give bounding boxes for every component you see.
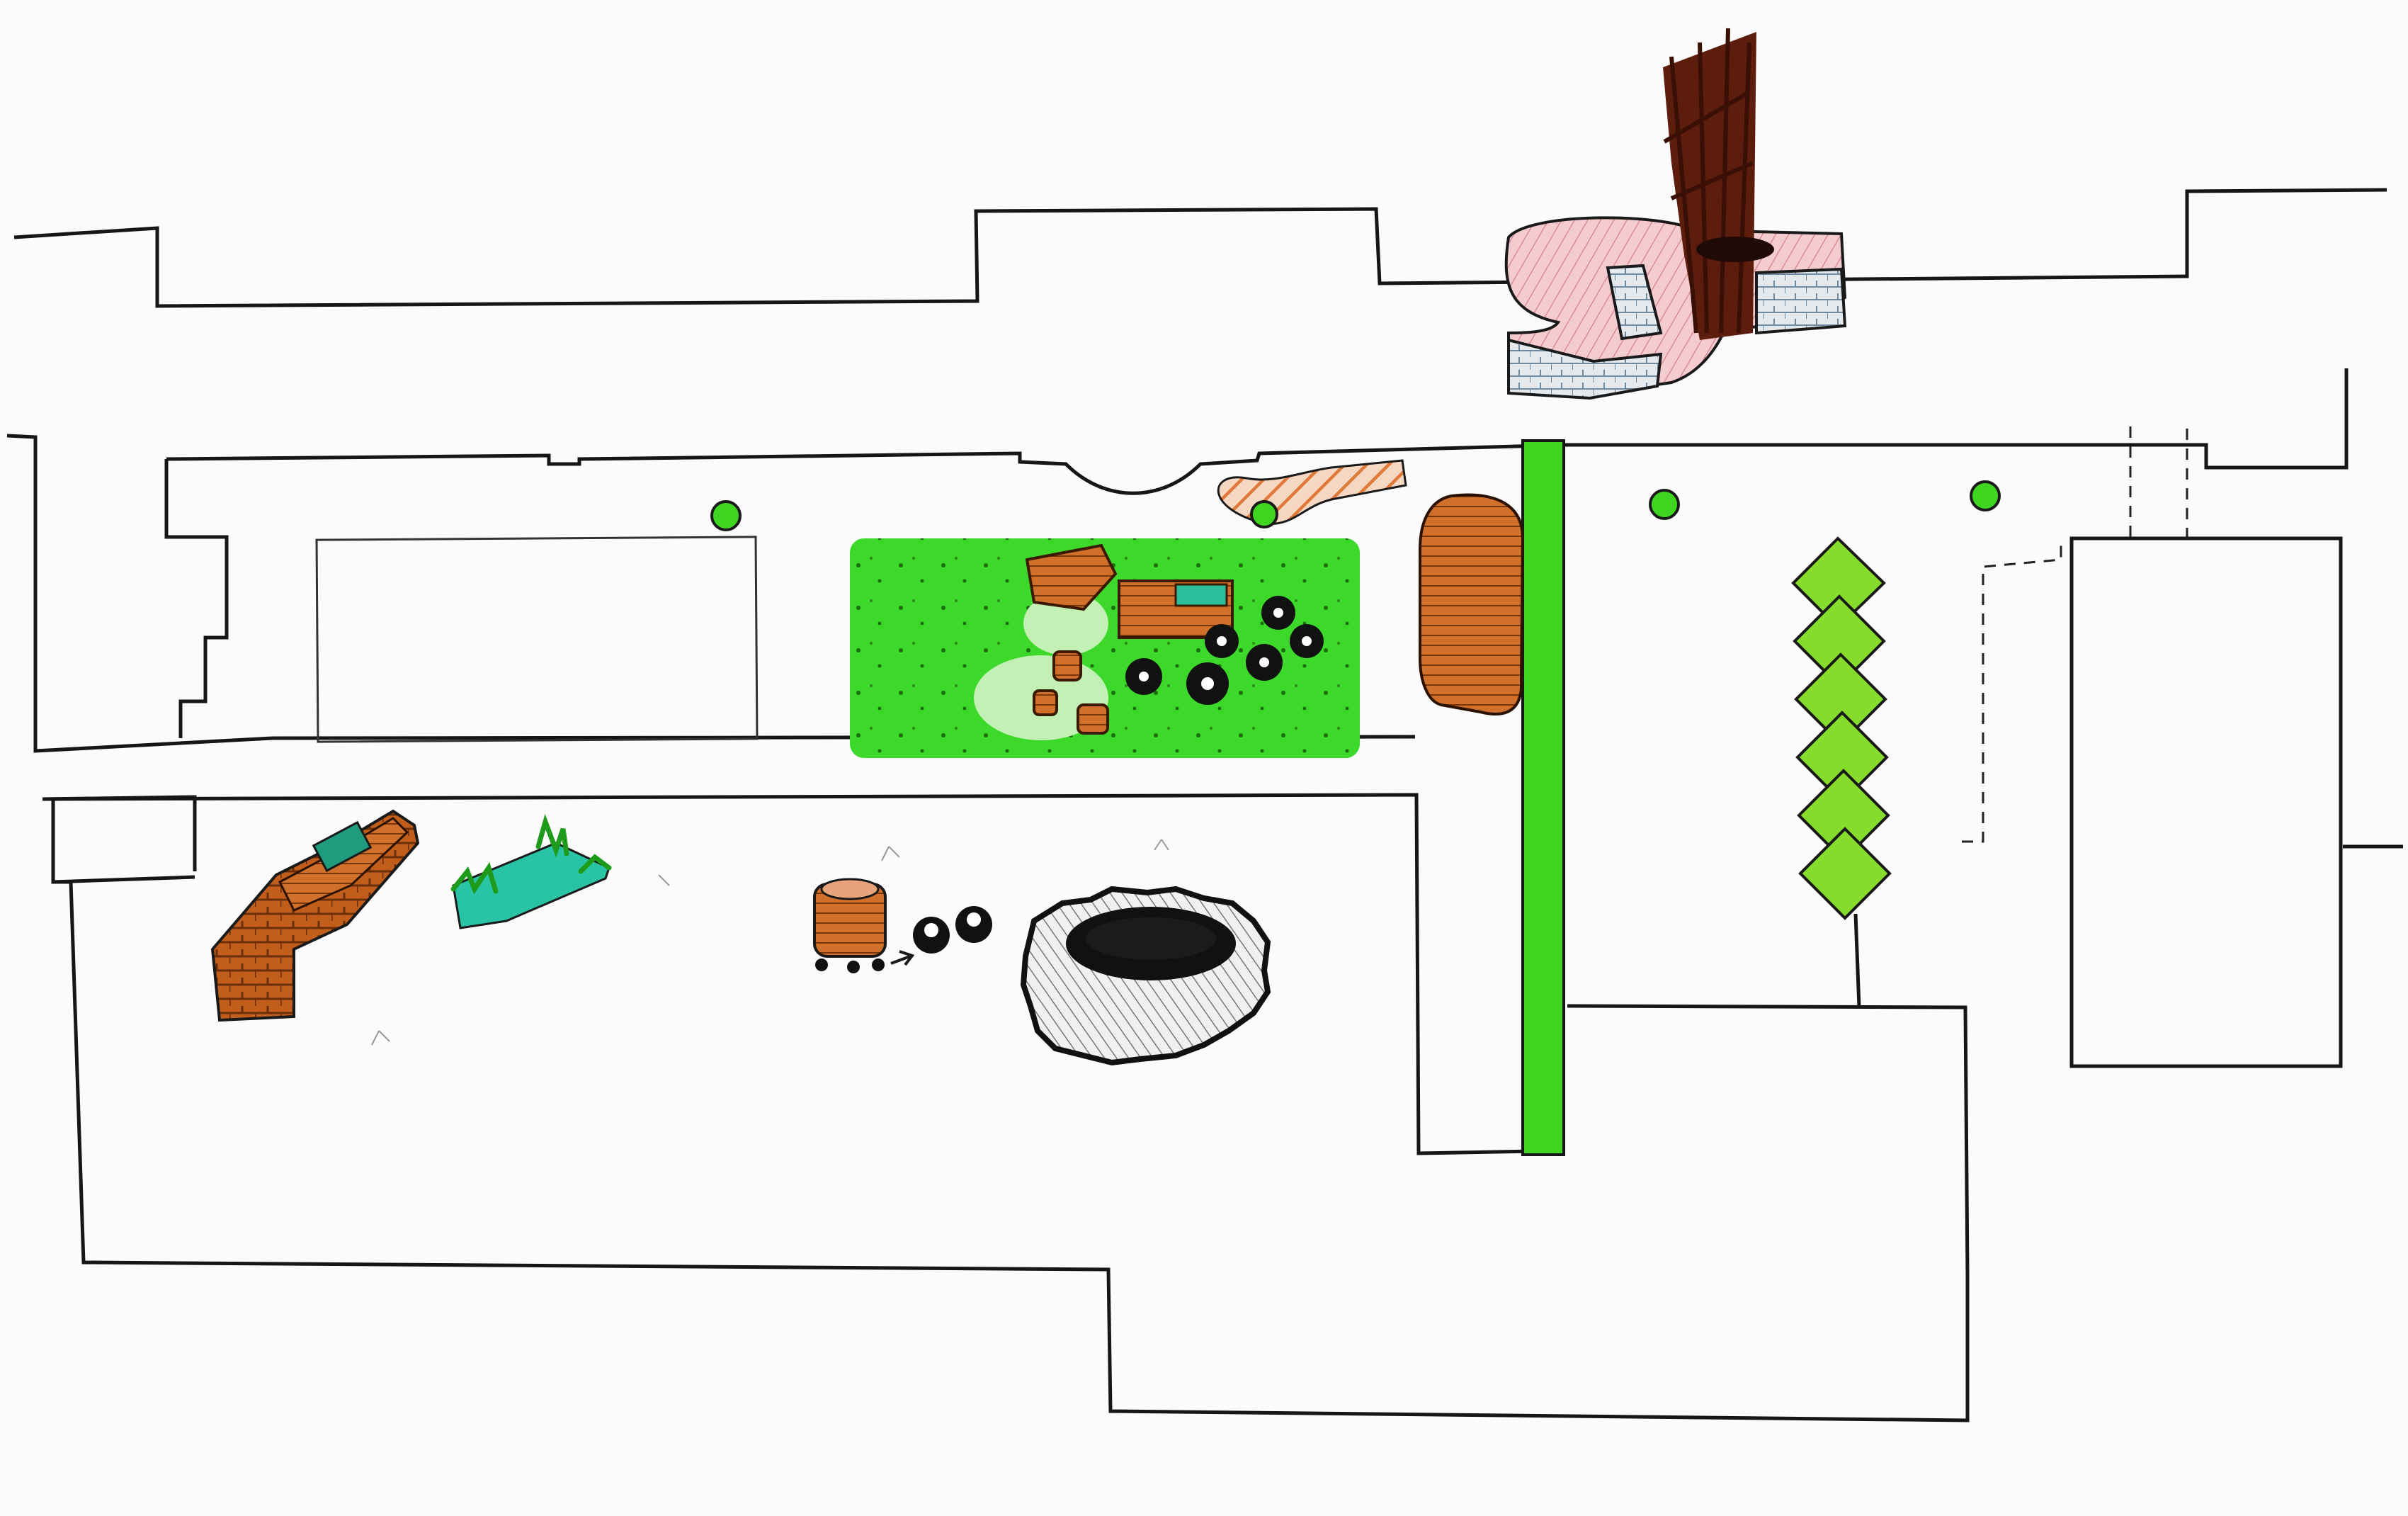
parcel-outline-east-lower [42, 797, 1970, 1422]
east-building-dashed-outline [1962, 426, 2188, 843]
parcel-outline-middle-top [166, 443, 1568, 495]
parcel-outline-east [1567, 368, 2349, 470]
brick-bench [210, 809, 420, 1022]
planter-stem [1853, 913, 1861, 1008]
bollard [1649, 489, 1680, 520]
lawn-stool-3 [1077, 703, 1109, 735]
tyre-planter [1020, 886, 1271, 1066]
parcel-outline-south-west-edge [52, 875, 195, 884]
lawn-table-panel [1174, 583, 1228, 607]
parcel-outline-middle-left [164, 459, 229, 738]
curved-stone-bench [1504, 216, 1847, 396]
water-grass [450, 813, 612, 895]
stone-bench-side-east [1755, 267, 1847, 335]
lawn-stool-2 [1033, 689, 1058, 716]
bollard [1970, 480, 2001, 511]
tree-seating [1504, 28, 1847, 400]
lawn-armchair [1025, 543, 1118, 611]
lawn-stool-1 [1052, 650, 1082, 681]
kettlebell-handle [967, 912, 981, 927]
barrel-and-weights [813, 878, 992, 973]
barrel-wheel [815, 958, 828, 971]
parcel-outline-south-west [42, 793, 1534, 1155]
water-feature [450, 813, 612, 929]
parcel-outline-middle [6, 434, 1416, 753]
tree-pit [1696, 237, 1774, 262]
brick-bench-planter [312, 820, 373, 873]
bollard [710, 500, 742, 531]
stone-bench-side-middle [1606, 264, 1663, 341]
diamond-planter [1798, 827, 1892, 920]
building-outline-north [13, 188, 2387, 308]
wooden-bench-by-path [1419, 493, 1525, 715]
barrel-wheel [872, 958, 885, 971]
east-building [2069, 536, 2343, 1068]
barrel-wheel [847, 961, 860, 973]
diamond-planter-column [1791, 536, 1892, 1008]
sketch-arrow-marks [371, 839, 1169, 1046]
lawn-clearing-1 [1023, 592, 1108, 655]
central-rectangle [315, 536, 759, 743]
lawn-tyres [1125, 596, 1324, 705]
green-pathway [1521, 439, 1565, 1156]
arrow-icon [890, 950, 915, 966]
stone-bench-side [1507, 338, 1663, 400]
kettlebell-handle [924, 923, 938, 937]
tree-trunk [1663, 28, 1756, 340]
tyre-rim-highlight [1086, 917, 1216, 960]
lawn-playground [850, 538, 1360, 758]
bollard [1250, 500, 1278, 528]
barrel-top [820, 878, 880, 900]
